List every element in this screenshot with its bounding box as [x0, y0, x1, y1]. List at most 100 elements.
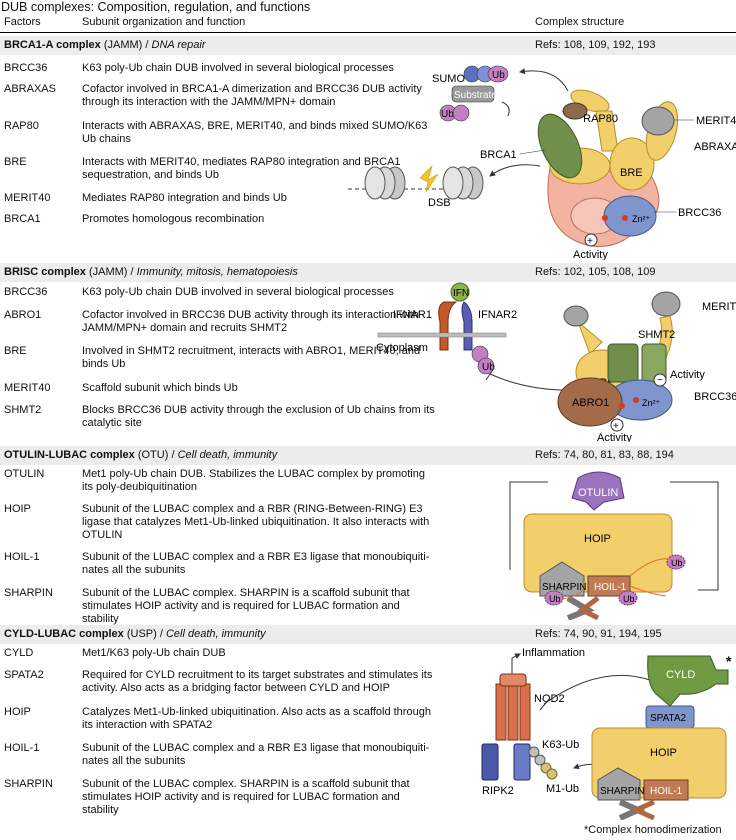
brcc36-label: BRCC36 — [694, 391, 736, 403]
ub-bead — [618, 590, 638, 606]
factor-name: HOIL-1 — [4, 551, 40, 563]
factor-description: Scaffold subunit which binds Ub — [82, 382, 238, 394]
factor-description: Promotes homologous recombination — [82, 213, 265, 225]
cyld-target-line — [543, 674, 651, 705]
zinc-dot — [633, 397, 639, 403]
section-title: CYLD-LUBAC complex (USP) / Cell death, i… — [4, 628, 266, 640]
section-header-brisc: BRISC complex (JAMM) / Immunity, mitosis… — [0, 263, 736, 282]
zinc-label: Zn²⁺ — [632, 214, 651, 224]
release-arrow — [501, 101, 510, 117]
ub-bead — [546, 768, 558, 780]
brca1a-structure-figure: DSB ​ SUMO Ub Substrate Ub BRE Zn²⁺ + Ac… — [348, 65, 736, 260]
factor-name: HOIP — [4, 503, 31, 515]
ub-bead — [487, 65, 509, 83]
sharpin-domain — [539, 561, 585, 597]
factor-name: CYLD — [4, 647, 34, 659]
feedback-line — [509, 481, 548, 570]
factor-description: Subunit of the LUBAC complex. SHARPIN is… — [82, 778, 410, 816]
ub-bead — [452, 104, 470, 122]
m1ub-label: M1-Ub — [546, 783, 579, 795]
brown-ub-domain — [562, 102, 588, 120]
factor-name: SHARPIN — [4, 587, 53, 599]
factor-name: BRCA1 — [4, 213, 41, 225]
merit40-domain — [651, 291, 681, 317]
activity-label: Activity — [573, 249, 608, 260]
hoil1-label: HOIL-1 — [650, 786, 683, 797]
section-header-brca1a: BRCA1-A complex (JAMM) / DNA repair Refs… — [0, 36, 736, 55]
shmt2-label: SHMT2 — [638, 329, 675, 341]
factor-name: BRCC36 — [4, 62, 48, 74]
ifnar2-receptor — [461, 301, 473, 351]
section-title: OTULIN-LUBAC complex (OTU) / Cell death,… — [4, 449, 278, 461]
dsb-label: DSB — [428, 197, 451, 209]
factor-name: SPATA2 — [4, 669, 44, 681]
ifnar2-label: IFNAR2 — [478, 309, 517, 321]
cytoplasm-label: Cytoplasm — [376, 342, 428, 354]
bre-label: BRE — [620, 167, 643, 179]
cyld-domain — [647, 655, 729, 707]
factor-name: SHMT2 — [4, 404, 42, 416]
factor-description: Catalyzes Met1-Ub-linked ubiquitination.… — [82, 706, 431, 731]
brisc-structure-figure: IFN IFNAR1 IFNAR2 Cytoplasm Ub MERIT40 B… — [376, 282, 736, 442]
ifnar1-label: IFNAR1 — [393, 309, 432, 321]
factor-description: Interacts with MERIT40, mediates RAP80 i… — [82, 156, 401, 181]
factor-description: Subunit of the LUBAC complex and a RBR E… — [82, 742, 430, 767]
factor-name: OTULIN — [4, 468, 45, 480]
section-refs: Refs: 108, 109, 192, 193 — [535, 39, 656, 51]
ub-label: Ub — [623, 594, 635, 604]
ripk2-domain — [481, 743, 499, 781]
feedback-line — [670, 481, 719, 591]
factor-name: ABRAXAS — [4, 83, 56, 95]
factor-description: K63 poly-Ub chain DUB involved in severa… — [82, 62, 394, 74]
zinc-dot — [602, 215, 608, 221]
ripk2-domain — [513, 743, 531, 781]
inflammation-arrow — [511, 653, 521, 678]
factor-name: HOIL-1 — [4, 742, 40, 754]
substrate-label: Substrate — [454, 90, 497, 101]
section-header-cyld-lubac: CYLD-LUBAC complex (USP) / Cell death, i… — [0, 625, 736, 644]
abro1-label: ABRO1 — [572, 397, 609, 409]
factor-description: Interacts with ABRAXAS, BRE, MERIT40, an… — [82, 120, 428, 145]
sharpin-label: SHARPIN — [542, 582, 586, 593]
factor-description: Subunit of the LUBAC complex and a RBR E… — [82, 551, 430, 576]
ub-bead — [528, 746, 540, 758]
homodimer-star: * — [726, 653, 732, 669]
hoil1-chain — [577, 596, 600, 620]
zinc-label: Zn²⁺ — [642, 398, 661, 408]
abraxas-label: ABRAXAS — [694, 141, 736, 153]
hoil1-chain — [629, 799, 656, 820]
sharpin-label: SHARPIN — [600, 786, 644, 797]
substrate-box — [451, 85, 495, 103]
activity-label: Activity — [670, 369, 705, 381]
recruit-arrow — [489, 164, 541, 177]
page-title: DUB complexes: Composition, regulation, … — [1, 0, 311, 14]
membrane — [377, 332, 507, 338]
section-refs: Refs: 102, 105, 108, 109 — [535, 266, 656, 278]
brca1-domain — [537, 113, 583, 179]
activity-label: Activity — [597, 432, 632, 442]
brca1-label: BRCA1 — [480, 149, 517, 161]
factor-description: Mediates RAP80 integration and binds Ub — [82, 192, 287, 204]
sharpin-domain — [597, 767, 641, 801]
ub-bead — [666, 554, 686, 570]
factor-name: ABRO1 — [4, 309, 42, 321]
activity-plus-sign: + — [613, 421, 619, 432]
spata2-label: SPATA2 — [650, 713, 687, 724]
activity-minus-sign: − — [657, 375, 663, 386]
activity-plus-icon — [584, 233, 598, 247]
binding-arrow — [519, 68, 569, 92]
ub-label: Ub — [671, 558, 683, 568]
factor-description: Blocks BRCC36 DUB activity through the e… — [82, 404, 435, 429]
section-header-otulin-lubac: OTULIN-LUBAC complex (OTU) / Cell death,… — [0, 446, 736, 465]
nucleosome-left — [364, 166, 406, 200]
ripk2-label: RIPK2 — [482, 785, 514, 797]
activity-plus-icon — [610, 418, 624, 432]
merit40-label: MERIT40 — [702, 301, 736, 313]
factor-description: Required for CYLD recruitment to its tar… — [82, 669, 433, 694]
ubiquitination-arrow — [561, 589, 585, 599]
inflammation-label: Inflammation — [522, 647, 585, 659]
sharpin-chain — [566, 595, 595, 620]
activity-plus-sign: + — [587, 236, 593, 247]
zinc-dot — [622, 215, 628, 221]
ub-label: Ub — [441, 109, 454, 120]
